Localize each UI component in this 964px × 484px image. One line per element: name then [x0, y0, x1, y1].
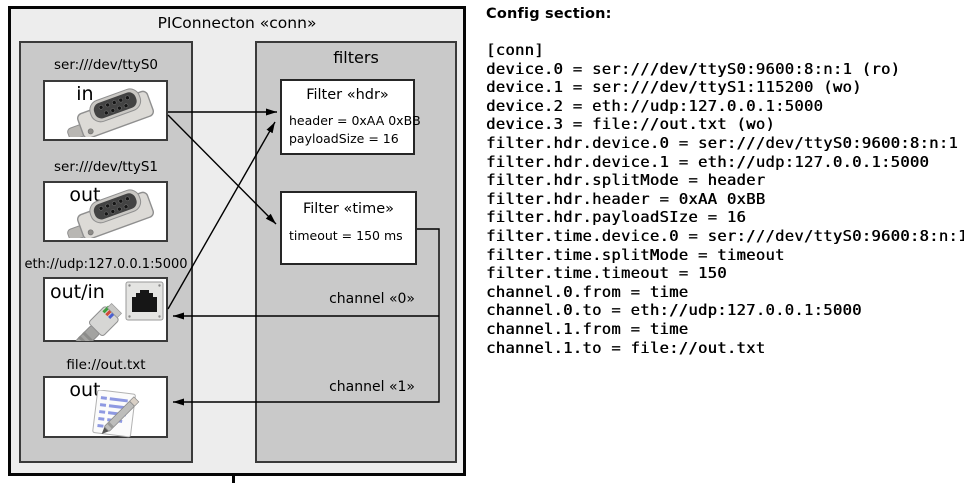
- filter-time-title: Filter «time»: [302, 201, 395, 217]
- device-box-ttyS1-out: out: [43, 181, 168, 242]
- channel-1-label: channel «1»: [329, 379, 415, 395]
- device-uri-file: file://out.txt: [66, 357, 146, 373]
- filters-panel-title: filters: [333, 48, 379, 67]
- filter-box-time: Filter «time» timeout = 150 ms: [280, 191, 417, 265]
- filter-hdr-attr-payloadsize: payloadSize = 16: [289, 131, 399, 146]
- bottom-tick-artifact: [232, 476, 235, 483]
- port-label-out: out: [69, 184, 101, 206]
- diagram-title: PIConnecton «conn»: [157, 14, 317, 32]
- device-box-eth-outin: out/in: [43, 277, 168, 342]
- config-section-title: Config section:: [486, 6, 612, 22]
- filter-time-attr-timeout: timeout = 150 ms: [289, 228, 403, 243]
- device-box-file-out: out: [43, 376, 168, 438]
- config-section-body: [conn] device.0 = ser:///dev/ttyS0:9600:…: [486, 41, 964, 357]
- filters-panel: filters Filter «hdr» header = 0xAA 0xBB …: [255, 41, 457, 463]
- filter-box-hdr: Filter «hdr» header = 0xAA 0xBB payloadS…: [280, 79, 421, 155]
- port-label-out-in: out/in: [50, 281, 105, 303]
- port-label-file-out: out: [69, 379, 101, 401]
- piconnecton-diagram: PIConnecton «conn» ser:///dev/ttyS0 in: [8, 6, 466, 476]
- device-uri-ttyS1: ser:///dev/ttyS1: [54, 159, 158, 175]
- config-section: Config section: [conn] device.0 = ser://…: [484, 6, 964, 357]
- devices-panel: ser:///dev/ttyS0 in: [19, 41, 193, 463]
- device-uri-ttyS0: ser:///dev/ttyS0: [54, 57, 158, 73]
- port-label-in: in: [76, 83, 94, 105]
- channel-0-label: channel «0»: [329, 291, 415, 307]
- device-box-ttyS0-in: in: [43, 80, 168, 141]
- device-uri-eth: eth://udp:127.0.0.1:5000: [24, 257, 188, 272]
- filter-hdr-title: Filter «hdr»: [306, 87, 389, 103]
- filter-hdr-attr-header: header = 0xAA 0xBB: [289, 113, 421, 128]
